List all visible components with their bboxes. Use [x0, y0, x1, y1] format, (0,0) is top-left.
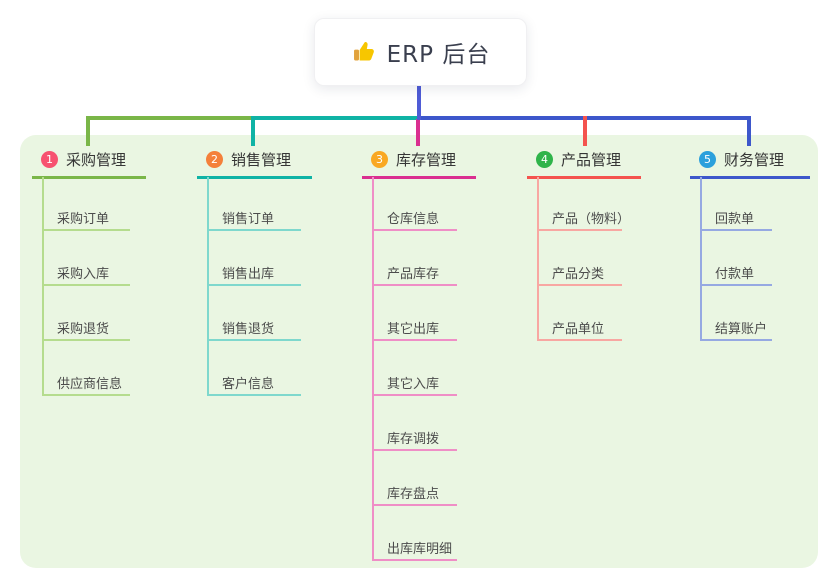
- leaf-underline: [42, 229, 130, 231]
- thumbs-up-icon: [351, 39, 377, 65]
- branch-number-badge: 5: [699, 150, 716, 168]
- leaf-node[interactable]: 付款单: [715, 267, 755, 282]
- leaf-node[interactable]: 仓库信息: [387, 212, 440, 227]
- branch-label: 财务管理: [724, 150, 785, 169]
- leaf-underline: [207, 339, 301, 341]
- branch-underline: [362, 176, 476, 179]
- branch-child-rail: [700, 177, 702, 341]
- leaf-underline: [42, 284, 130, 286]
- root-node-label: ERP 后台: [386, 42, 491, 68]
- leaf-node[interactable]: 库存盘点: [387, 487, 440, 502]
- leaf-node[interactable]: 其它出库: [387, 322, 440, 337]
- branch-number-badge: 1: [41, 150, 58, 168]
- leaf-underline: [372, 229, 457, 231]
- leaf-underline: [372, 449, 457, 451]
- connector-branch2-h: [251, 116, 421, 120]
- branch-number-badge: 4: [536, 150, 553, 168]
- leaf-node[interactable]: 客户信息: [222, 377, 275, 392]
- connector-branch3-v: [416, 119, 420, 146]
- connector-branch1-v: [86, 116, 90, 146]
- branch-child-rail: [207, 177, 209, 396]
- leaf-underline: [372, 284, 457, 286]
- branch-header-finance[interactable]: 5 财务管理: [699, 149, 784, 169]
- leaf-node[interactable]: 销售退货: [222, 322, 275, 337]
- leaf-node[interactable]: 产品单位: [552, 322, 605, 337]
- connector-branch2-v: [251, 116, 255, 146]
- root-node[interactable]: ERP 后台: [314, 18, 527, 86]
- leaf-underline: [537, 229, 622, 231]
- leaf-node[interactable]: 采购订单: [57, 212, 110, 227]
- leaf-node[interactable]: 结算账户: [715, 322, 768, 337]
- leaf-underline: [700, 229, 772, 231]
- branch-number-badge: 3: [371, 150, 388, 168]
- branch-label: 销售管理: [231, 150, 292, 169]
- leaf-node[interactable]: 产品（物料）: [552, 212, 631, 227]
- branch-header-sales[interactable]: 2 销售管理: [206, 149, 291, 169]
- leaf-underline: [207, 394, 301, 396]
- leaf-node[interactable]: 其它入库: [387, 377, 440, 392]
- connector-branch5-v: [747, 116, 751, 146]
- leaf-underline: [207, 284, 301, 286]
- leaf-underline: [537, 339, 622, 341]
- leaf-underline: [372, 339, 457, 341]
- branch-header-product[interactable]: 4 产品管理: [536, 149, 621, 169]
- branch-underline: [32, 176, 146, 179]
- mindmap-panel: [20, 135, 818, 568]
- leaf-underline: [700, 284, 772, 286]
- branch-underline: [527, 176, 641, 179]
- leaf-underline: [42, 339, 130, 341]
- leaf-underline: [207, 229, 301, 231]
- branch-child-rail: [42, 177, 44, 396]
- branch-child-rail: [372, 177, 374, 561]
- leaf-underline: [372, 559, 457, 561]
- leaf-underline: [372, 394, 457, 396]
- leaf-underline: [700, 339, 772, 341]
- branch-underline: [197, 176, 312, 179]
- leaf-node[interactable]: 出库库明细: [387, 542, 453, 557]
- leaf-node[interactable]: 采购退货: [57, 322, 110, 337]
- leaf-node[interactable]: 销售订单: [222, 212, 275, 227]
- branch-underline: [690, 176, 810, 179]
- leaf-node[interactable]: 产品库存: [387, 267, 440, 282]
- leaf-underline: [372, 504, 457, 506]
- branch-header-purchase[interactable]: 1 采购管理: [41, 149, 126, 169]
- connector-branch4-v: [583, 116, 587, 146]
- connector-root-v: [417, 84, 421, 120]
- leaf-node[interactable]: 采购入库: [57, 267, 110, 282]
- branch-child-rail: [537, 177, 539, 341]
- branch-label: 库存管理: [396, 150, 457, 169]
- leaf-underline: [42, 394, 130, 396]
- leaf-node[interactable]: 产品分类: [552, 267, 605, 282]
- leaf-node[interactable]: 供应商信息: [57, 377, 123, 392]
- leaf-node[interactable]: 库存调拨: [387, 432, 440, 447]
- branch-header-inventory[interactable]: 3 库存管理: [371, 149, 456, 169]
- leaf-underline: [537, 284, 622, 286]
- leaf-node[interactable]: 销售出库: [222, 267, 275, 282]
- branch-label: 产品管理: [561, 150, 622, 169]
- branch-number-badge: 2: [206, 150, 223, 168]
- branch-label: 采购管理: [66, 150, 127, 169]
- leaf-node[interactable]: 回款单: [715, 212, 755, 227]
